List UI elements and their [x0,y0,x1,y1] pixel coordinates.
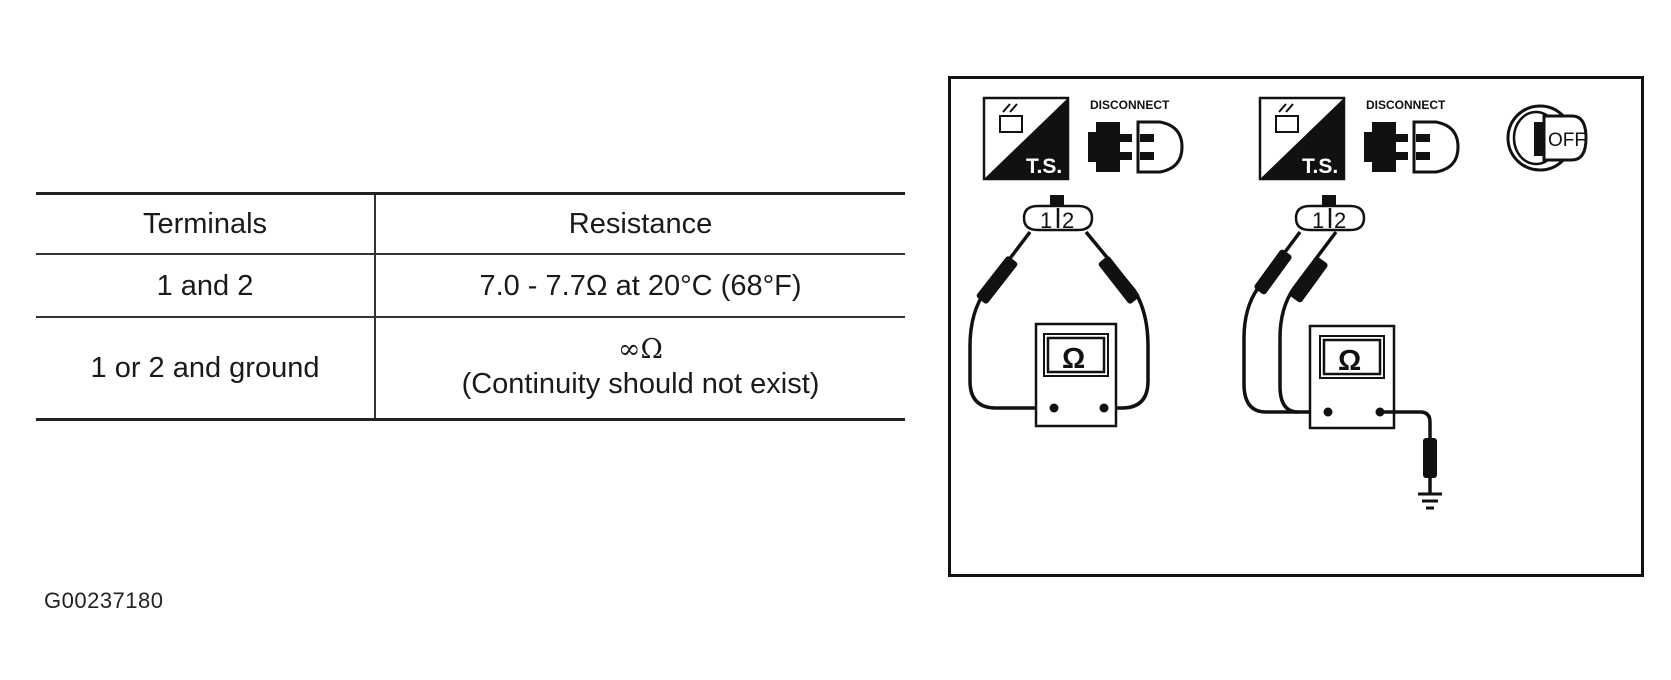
cell-terminals: 1 or 2 and ground [36,317,376,420]
table-row: 1 or 2 and ground ∞Ω (Continuity should … [36,317,905,420]
test-lead-2 [1084,230,1150,410]
header-resistance: Resistance [375,193,905,255]
ts-icon: T.S. [982,96,1070,181]
header-terminals: Terminals [36,193,376,255]
table-row: 1 and 2 7.0 - 7.7Ω at 20°C (68°F) [36,254,905,318]
ohm-symbol: Ω [1062,343,1085,375]
ohm-symbol: Ω [1338,345,1361,377]
ohmmeter-icon: Ω [1034,322,1118,428]
table-header-row: Terminals Resistance [36,193,905,255]
disconnect-connector-icon: DISCONNECT [1364,98,1460,174]
disconnect-connector-icon: DISCONNECT [1088,98,1184,174]
terminal-1-label: 1 [1312,208,1324,233]
test-lead-terminal-1 [1242,230,1324,414]
cell-terminals: 1 and 2 [36,254,376,318]
figure-id: G00237180 [44,588,164,613]
ts-label: T.S. [1026,155,1062,178]
connector-right: 1 2 [1294,195,1366,233]
terminal-2-label: 2 [1334,208,1346,233]
terminal-1-label: 1 [1040,208,1052,233]
key-off-label: OFF [1548,130,1586,151]
ohmmeter-icon: Ω [1308,324,1396,430]
wiring-diagram: T.S. DISCONNECT T.S. DISCONNECT OFF [948,76,1644,577]
test-lead-1 [968,230,1054,410]
ts-icon: T.S. [1258,96,1346,181]
ts-label: T.S. [1302,155,1338,178]
terminal-2-label: 2 [1062,208,1074,233]
test-lead-terminal-2 [1278,230,1338,414]
resistance-spec-table: Terminals Resistance 1 and 2 7.0 - 7.7Ω … [36,192,905,421]
ground-lead [1380,410,1437,494]
disconnect-label: DISCONNECT [1090,98,1170,112]
connector-left: 1 2 [1022,195,1094,233]
cell-resistance: ∞Ω (Continuity should not exist) [375,317,905,420]
ground-icon [1418,492,1442,510]
infinity-ohm-symbol: ∞Ω [618,334,663,365]
disconnect-label: DISCONNECT [1366,98,1446,112]
cell-resistance: 7.0 - 7.7Ω at 20°C (68°F) [375,254,905,318]
ignition-key-off-icon: OFF [1506,104,1588,172]
continuity-note: (Continuity should not exist) [461,368,820,400]
wiring-diagram-panel: T.S. DISCONNECT T.S. DISCONNECT OFF [948,76,1646,578]
